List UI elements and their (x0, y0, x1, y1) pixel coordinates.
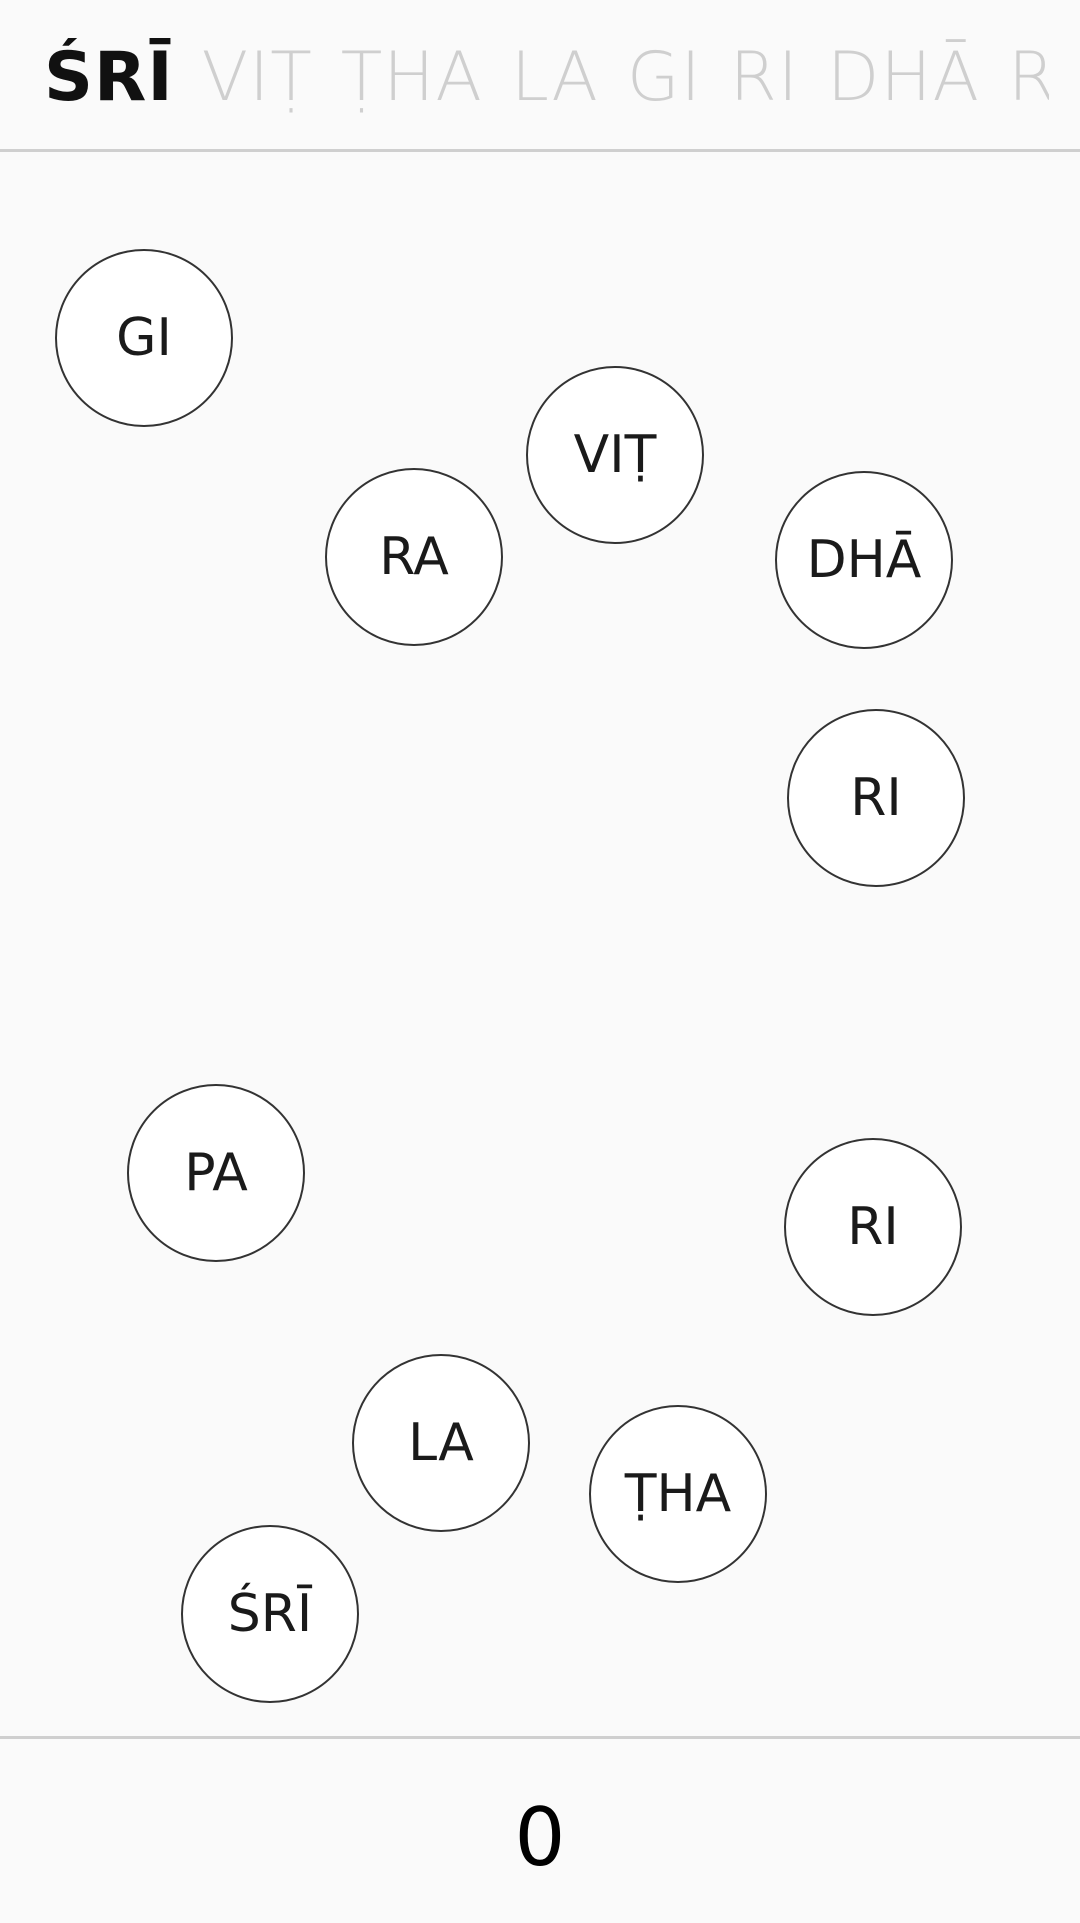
syllable-bubble-tha[interactable]: ṬHA (589, 1405, 767, 1583)
syllable-bubble-ra[interactable]: RA (325, 468, 503, 646)
syllable-bubble-ri[interactable]: RI (787, 709, 965, 887)
sequence-syllable: GI (626, 38, 702, 117)
syllable-sequence: ŚRĪVIṬṬHALAGIRIDHĀRIPARA (44, 38, 1049, 118)
sequence-syllable: ŚRĪ (44, 38, 174, 117)
sequence-syllable: RI (1008, 38, 1049, 118)
syllable-bubble-vit[interactable]: VIṬ (526, 366, 704, 544)
syllable-bubble-dha[interactable]: DHĀ (775, 471, 953, 649)
score-bar: 0 (0, 1736, 1080, 1920)
sequence-syllable: VIṬ (201, 38, 313, 117)
syllable-bubble-gi[interactable]: GI (55, 249, 233, 427)
game-board: GI VIṬ RA DHĀ RI PA RI LA ṬHA ŚRĪ (0, 152, 1080, 1738)
syllable-bubble-ri[interactable]: RI (784, 1138, 962, 1316)
sequence-syllable: DHĀ (826, 38, 980, 117)
score-counter: 0 (514, 1790, 566, 1884)
sequence-syllable: LA (510, 38, 599, 117)
sequence-syllable: RI (729, 38, 799, 117)
syllable-sequence-bar: ŚRĪVIṬṬHALAGIRIDHĀRIPARA (0, 0, 1080, 152)
sequence-syllable: ṬHA (340, 38, 483, 117)
syllable-bubble-sri[interactable]: ŚRĪ (181, 1525, 359, 1703)
syllable-bubble-pa[interactable]: PA (127, 1084, 305, 1262)
syllable-bubble-la[interactable]: LA (352, 1354, 530, 1532)
